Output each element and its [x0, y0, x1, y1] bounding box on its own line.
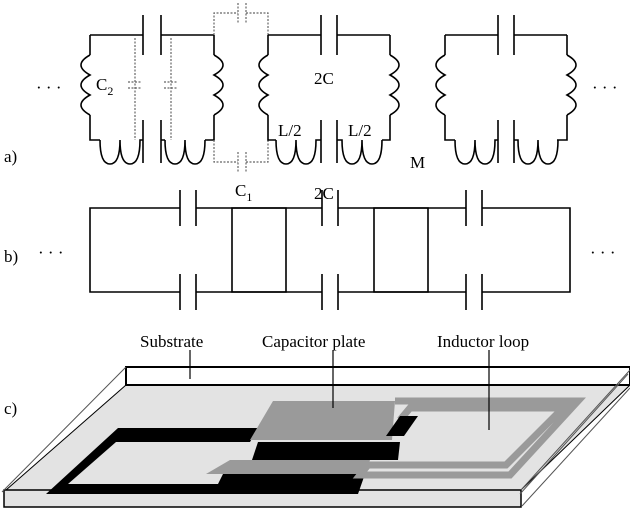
panel-c-device: Substrate Capacitor plate Inductor loop …	[1, 332, 630, 508]
substrate-back-edge	[125, 366, 630, 386]
panel-b-circuit: b) · · · · · ·	[4, 190, 615, 310]
loop-3	[373, 190, 571, 310]
bottom-cap-label: 2C	[314, 184, 334, 203]
capacitor-plate-top	[250, 401, 395, 440]
coupling-capacitor-c1	[213, 3, 269, 172]
capacitor-plate-label: Capacitor plate	[262, 332, 365, 351]
black-track	[46, 428, 365, 494]
capacitor-plate-bottom	[206, 460, 370, 474]
mutual-inductance-label: M	[410, 153, 425, 172]
ellipsis-right-b: · · ·	[590, 243, 615, 262]
ellipsis-right-a: · · ·	[592, 78, 617, 97]
panel-c-label: c)	[4, 399, 17, 418]
inductor-loop	[352, 397, 586, 479]
panel-b-label: b)	[4, 247, 18, 266]
substrate-label: Substrate	[140, 332, 203, 351]
inductor-right-label: L/2	[348, 121, 372, 140]
ellipsis-left-a: · · ·	[36, 78, 61, 97]
resonator-cell-3	[435, 15, 577, 165]
resonator-cell-2	[258, 15, 400, 165]
resonator-cell-1	[80, 15, 224, 165]
leader-lines	[189, 350, 490, 430]
inductor-left-label: L/2	[278, 121, 302, 140]
panel-a-circuit: a) · · · · · · C2 C1 2C 2C L/2 L/2 M	[4, 3, 617, 204]
panel-a-label: a)	[4, 147, 17, 166]
top-cap-label: 2C	[314, 69, 334, 88]
c2-label: C2	[96, 75, 113, 98]
ellipsis-left-b: · · ·	[38, 243, 63, 262]
loop-1	[89, 190, 287, 310]
inductor-loop-label: Inductor loop	[437, 332, 529, 351]
black-middle-strip	[252, 442, 400, 460]
c1-label: C1	[235, 181, 252, 204]
loop-2	[231, 190, 429, 310]
